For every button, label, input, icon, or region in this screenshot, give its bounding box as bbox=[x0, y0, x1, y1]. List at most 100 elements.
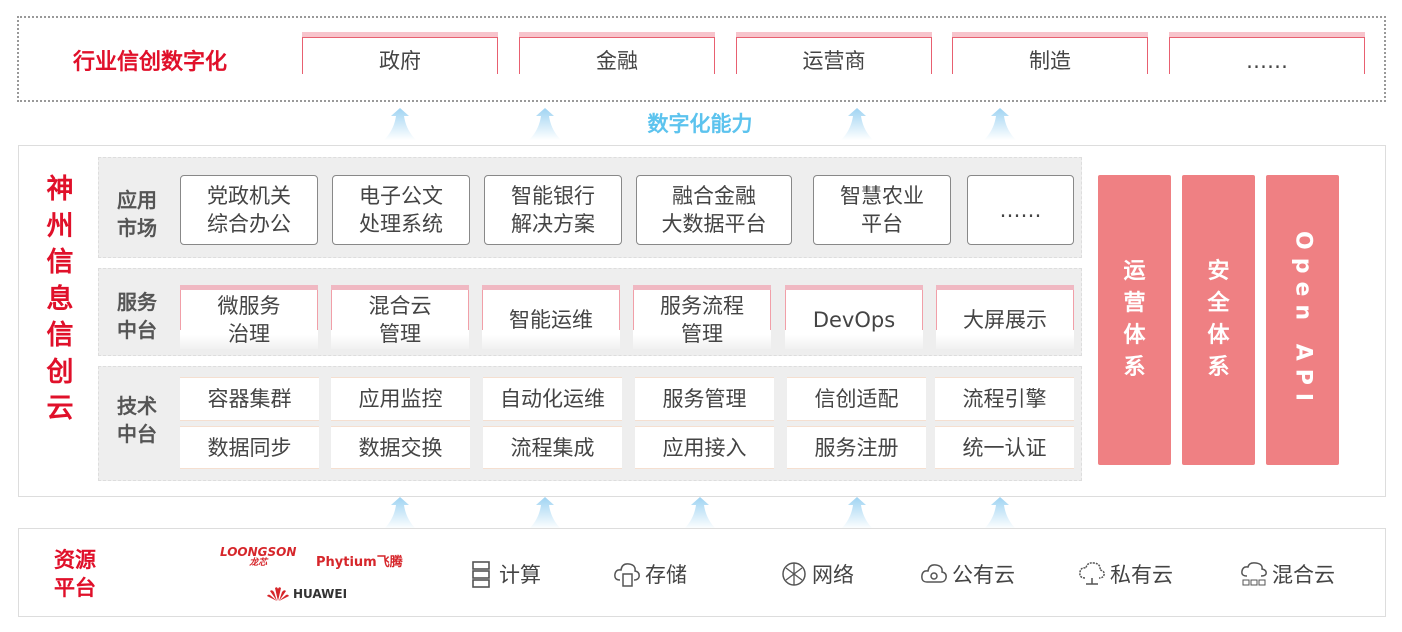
service-card[interactable]: 智能运维 bbox=[482, 285, 620, 349]
app-card[interactable]: 智慧农业平台 bbox=[813, 175, 951, 245]
service-card[interactable]: 微服务治理 bbox=[180, 285, 318, 349]
industry-tab-operator[interactable]: 运营商 bbox=[736, 32, 932, 82]
app-card[interactable]: …… bbox=[967, 175, 1074, 245]
card-line: 管理 bbox=[379, 321, 421, 346]
service-card[interactable]: 服务流程管理 bbox=[633, 285, 771, 349]
tech-card[interactable]: 数据同步 bbox=[180, 426, 319, 469]
pillar-operations: 运营体系 bbox=[1098, 175, 1171, 465]
resource-item: 混合云 bbox=[1240, 558, 1335, 590]
card-line: 电子公文 bbox=[359, 184, 443, 208]
up-arrow-icon bbox=[380, 108, 420, 140]
resource-item-label: 网络 bbox=[812, 563, 854, 587]
card-line: 处理系统 bbox=[359, 212, 443, 236]
capability-label: 数字化能力 bbox=[647, 112, 753, 136]
label-line: 应用 bbox=[117, 188, 157, 212]
label-line: 市场 bbox=[117, 216, 157, 240]
card-line: 智能银行 bbox=[511, 184, 595, 208]
resource-section bbox=[18, 528, 1386, 617]
tech-card[interactable]: 统一认证 bbox=[935, 426, 1074, 469]
industry-tab-manufacturing[interactable]: 制造 bbox=[952, 32, 1148, 82]
resource-item-label: 公有云 bbox=[952, 563, 1015, 587]
industry-tab-finance[interactable]: 金融 bbox=[519, 32, 715, 82]
private-cloud-icon bbox=[1078, 560, 1110, 588]
up-arrow-icon bbox=[837, 497, 877, 529]
pillar-security: 安全体系 bbox=[1182, 175, 1255, 465]
card-line: …… bbox=[999, 198, 1042, 222]
label-line: 资源 bbox=[54, 548, 96, 572]
card-line: 混合云 bbox=[368, 293, 432, 318]
label-line: 中台 bbox=[117, 422, 157, 446]
up-arrow-icon bbox=[525, 108, 565, 140]
tech-card[interactable]: 服务注册 bbox=[787, 426, 926, 469]
card-line: 平台 bbox=[861, 212, 903, 236]
service-card[interactable]: 混合云管理 bbox=[331, 285, 469, 349]
app-card[interactable]: 智能银行解决方案 bbox=[484, 175, 622, 245]
service-card[interactable]: 大屏展示 bbox=[936, 285, 1074, 349]
hybrid-cloud-icon bbox=[1240, 560, 1272, 588]
card-line: 智慧农业 bbox=[840, 184, 924, 208]
pillar-label: 运营体系 bbox=[1123, 259, 1146, 380]
app-card[interactable]: 电子公文处理系统 bbox=[332, 175, 470, 245]
up-arrow-icon bbox=[525, 497, 565, 529]
tech-card[interactable]: 流程集成 bbox=[483, 426, 622, 469]
resource-label: 资源平台 bbox=[40, 546, 110, 602]
logo-text: LOONGSON bbox=[220, 545, 297, 559]
up-arrow-icon bbox=[980, 108, 1020, 140]
huawei-logo: HUAWEI bbox=[267, 586, 347, 602]
cloud-title: 神州信息信创云 bbox=[46, 174, 74, 424]
logo-text: HUAWEI bbox=[293, 587, 348, 601]
resource-item-label: 混合云 bbox=[1272, 563, 1335, 587]
app-card[interactable]: 融合金融大数据平台 bbox=[636, 175, 792, 245]
card-line: 微服务 bbox=[217, 293, 281, 318]
label-line: 技术 bbox=[117, 394, 157, 418]
resource-item: 私有云 bbox=[1078, 558, 1173, 590]
resource-item: 公有云 bbox=[920, 558, 1015, 590]
up-arrow-icon bbox=[680, 497, 720, 529]
label-line: 平台 bbox=[54, 576, 96, 600]
tech-card[interactable]: 数据交换 bbox=[331, 426, 470, 469]
tech-card[interactable]: 应用监控 bbox=[331, 377, 470, 421]
service-platform-label: 服务中台 bbox=[112, 288, 162, 344]
resource-item: 网络 bbox=[780, 558, 854, 590]
tech-platform-label: 技术中台 bbox=[112, 392, 162, 448]
card-line: 党政机关 bbox=[207, 184, 291, 208]
resource-item-label: 计算 bbox=[499, 563, 541, 587]
pillar-open-api: Open API bbox=[1266, 175, 1339, 465]
tech-card[interactable]: 容器集群 bbox=[180, 377, 319, 421]
resource-item: 计算 bbox=[467, 558, 541, 590]
tech-card[interactable]: 服务管理 bbox=[635, 377, 774, 421]
up-arrow-icon bbox=[380, 497, 420, 529]
industry-tab-government[interactable]: 政府 bbox=[302, 32, 498, 82]
huawei-flower-icon bbox=[267, 587, 289, 601]
cloud-section bbox=[18, 145, 1386, 497]
card-line: DevOps bbox=[812, 307, 896, 332]
app-card[interactable]: 党政机关综合办公 bbox=[180, 175, 318, 245]
cloud-storage-icon bbox=[613, 560, 645, 588]
industry-title: 行业信创数字化 bbox=[72, 50, 227, 75]
logo-text: 龙芯 bbox=[249, 558, 268, 568]
card-line: 治理 bbox=[228, 321, 270, 346]
up-arrow-icon bbox=[837, 108, 877, 140]
tech-card[interactable]: 自动化运维 bbox=[483, 377, 622, 421]
card-line: 大屏展示 bbox=[963, 307, 1047, 332]
network-icon bbox=[780, 560, 812, 588]
card-line: 融合金融 bbox=[672, 184, 756, 208]
public-cloud-icon bbox=[920, 560, 952, 588]
server-icon bbox=[467, 560, 499, 588]
resource-item: 存储 bbox=[613, 558, 687, 590]
card-line: 大数据平台 bbox=[661, 212, 767, 236]
industry-tab-more[interactable]: …… bbox=[1169, 32, 1365, 82]
card-line: 管理 bbox=[681, 321, 723, 346]
up-arrow-icon bbox=[980, 497, 1020, 529]
pillar-label: 安全体系 bbox=[1207, 259, 1230, 380]
industry-section bbox=[17, 16, 1386, 102]
card-line: 智能运维 bbox=[509, 307, 593, 332]
label-line: 中台 bbox=[117, 318, 157, 342]
service-card[interactable]: DevOps bbox=[785, 285, 923, 349]
pillar-label: Open API bbox=[1290, 230, 1316, 410]
tech-card[interactable]: 信创适配 bbox=[787, 377, 926, 421]
tech-card[interactable]: 流程引擎 bbox=[935, 377, 1074, 421]
resource-item-label: 私有云 bbox=[1110, 563, 1173, 587]
tech-card[interactable]: 应用接入 bbox=[635, 426, 774, 469]
